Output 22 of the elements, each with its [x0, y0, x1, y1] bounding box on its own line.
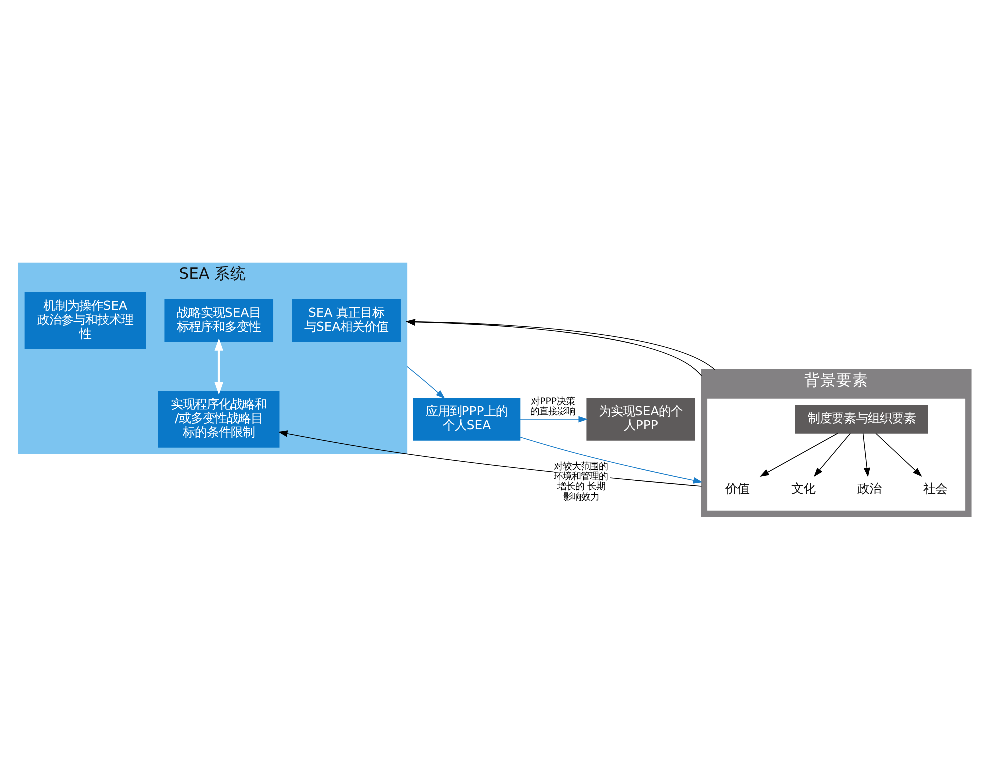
- arrow: [760, 433, 838, 477]
- cluster: [708, 398, 966, 511]
- node-box: 应用到PPP上的个人SEA: [413, 398, 521, 441]
- node-box: SEA 真正目标与SEA相关价值: [292, 299, 401, 342]
- arrow: [406, 366, 446, 400]
- node-box: 战略实现SEA目标程序和多变性: [164, 299, 274, 342]
- arrow: [876, 433, 922, 477]
- arrow: [520, 436, 703, 484]
- node-text: 社会: [924, 481, 948, 496]
- edge-label: 对PPP决策的直接影响: [530, 396, 576, 418]
- node-box: 机制为操作SEA政治参与和技术理性: [24, 292, 146, 350]
- node-box: 为实现SEA的个人PPP: [586, 398, 696, 441]
- node-text: 价值: [725, 481, 750, 496]
- node-text: 文化: [792, 481, 816, 496]
- edge-label: 对较大范围的环境和管理的增长的 长期影响效力: [554, 461, 608, 503]
- arrow: [814, 433, 851, 478]
- node-box: 实现程序化战略和/或多变性战略目标的条件限制: [158, 391, 280, 448]
- arrow: [862, 433, 870, 478]
- node-box: 制度要素与组织要素: [795, 405, 928, 434]
- node-text: 政治: [858, 481, 882, 496]
- arrow: [214, 338, 224, 395]
- arrow: [520, 416, 588, 423]
